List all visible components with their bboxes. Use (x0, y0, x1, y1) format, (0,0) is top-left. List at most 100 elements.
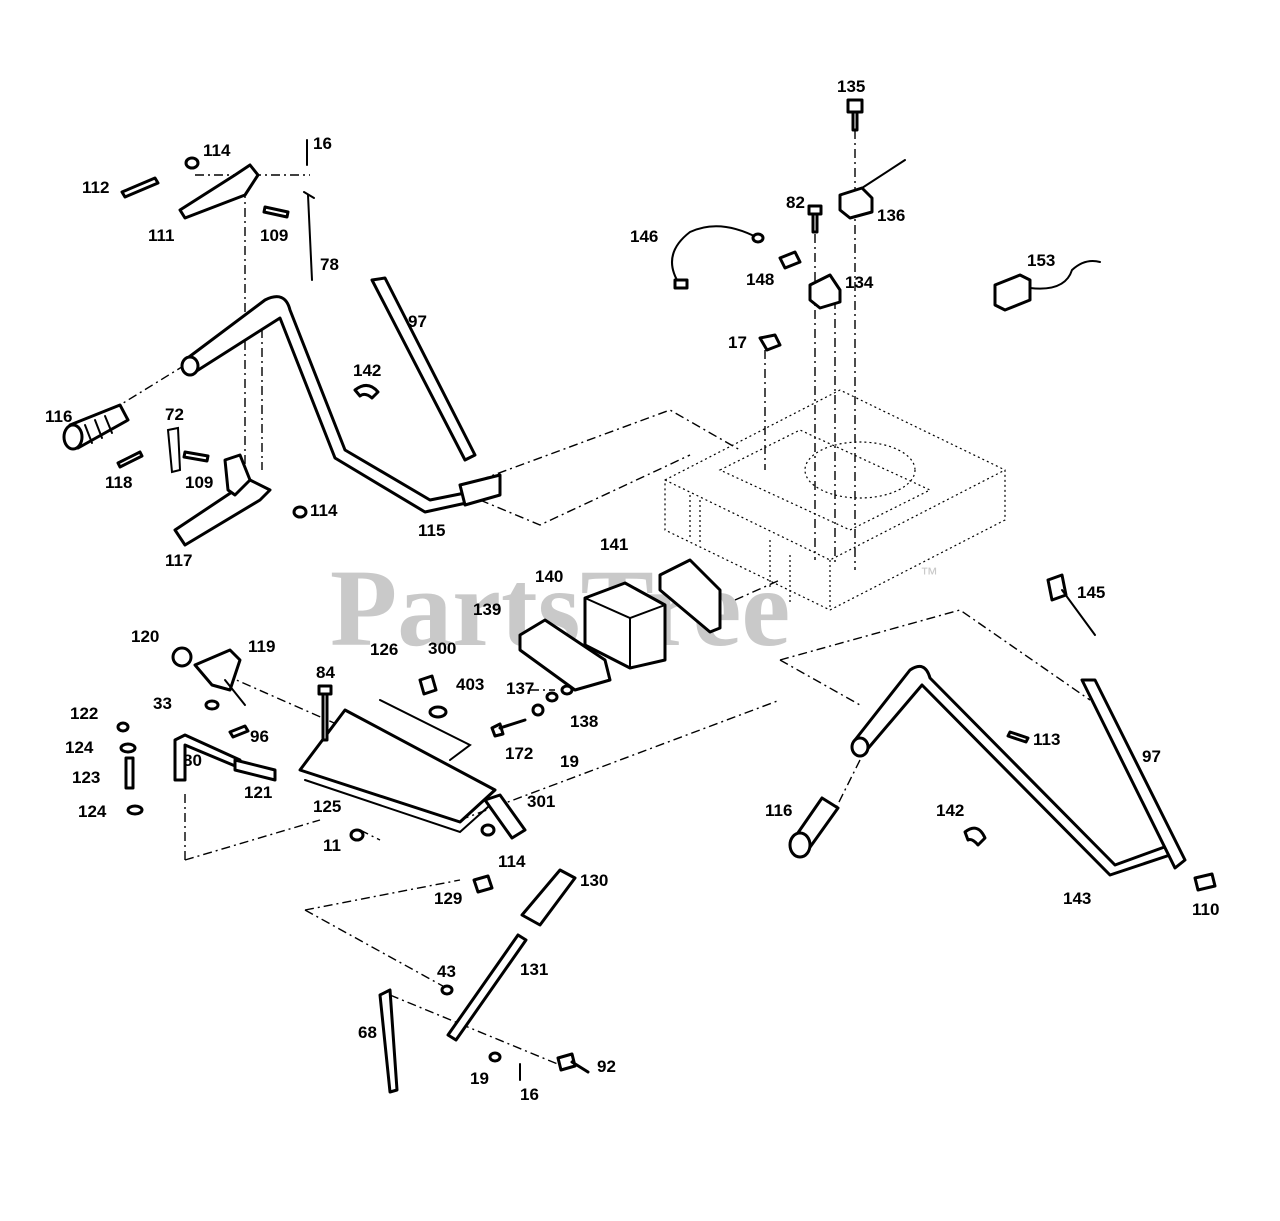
grip-116-right (788, 796, 840, 859)
rod-97-right (1080, 678, 1187, 870)
grip-116-left (62, 403, 130, 451)
label-17: 17 (728, 333, 747, 352)
spring-123 (124, 756, 135, 790)
label-142-upper: 142 (353, 361, 381, 380)
label-116-left: 116 (45, 407, 72, 426)
label-80: 80 (183, 751, 202, 770)
pin-118 (116, 450, 144, 469)
label-11: 11 (323, 836, 341, 855)
clip-142-left (353, 384, 380, 400)
washer-11 (349, 828, 365, 842)
bolt-109-lower (182, 450, 210, 463)
nut-114-left (292, 505, 308, 519)
plate-125 (298, 708, 497, 824)
label-117: 117 (165, 551, 192, 570)
label-125: 125 (313, 797, 341, 816)
label-120: 120 (131, 627, 159, 646)
nut-137 (545, 691, 559, 703)
solenoid-134 (808, 273, 842, 310)
leader-lines (119, 130, 1091, 1066)
label-84: 84 (316, 663, 335, 682)
grip-121 (233, 758, 277, 782)
washer-33 (204, 699, 220, 711)
knob-120 (171, 646, 193, 668)
watermark-trademark: ™ (920, 564, 938, 584)
handle-115 (180, 295, 502, 514)
label-145: 145 (1077, 583, 1105, 602)
label-19-lower: 19 (470, 1069, 489, 1088)
label-140: 140 (535, 567, 563, 586)
rod-131 (446, 933, 528, 1042)
bolt-110 (1193, 872, 1217, 892)
lever-119 (193, 648, 242, 692)
rod-78 (303, 191, 315, 281)
washer-19-lower (488, 1051, 502, 1063)
washer-403 (428, 705, 448, 719)
washer-124-lower (126, 804, 144, 816)
relay-136 (838, 159, 906, 220)
label-143: 143 (1063, 889, 1091, 908)
label-43: 43 (437, 962, 456, 981)
label-134: 134 (845, 273, 874, 292)
label-116-right: 116 (765, 801, 792, 820)
cable-146 (671, 225, 765, 290)
label-72: 72 (165, 405, 184, 424)
label-142-lower: 142 (936, 801, 964, 820)
lever-111 (178, 156, 260, 220)
label-300: 300 (428, 639, 456, 658)
label-82: 82 (786, 193, 805, 212)
label-92: 92 (597, 1057, 616, 1076)
label-68: 68 (358, 1023, 377, 1042)
washer-19-upper (531, 703, 545, 717)
label-111: 111 (148, 226, 175, 245)
label-139: 139 (473, 600, 501, 619)
bolt-84 (317, 684, 333, 742)
label-301: 301 (527, 792, 555, 811)
label-109-lower: 109 (185, 473, 213, 492)
label-16-lower: 16 (520, 1085, 539, 1104)
chassis-frame (664, 389, 1006, 611)
bolt-82 (807, 204, 823, 234)
clip-142-right (963, 826, 987, 847)
nut-114-mid (480, 823, 496, 837)
label-113: 113 (1033, 730, 1060, 749)
label-122: 122 (70, 704, 98, 723)
label-123: 123 (72, 768, 100, 787)
switch-145 (1046, 573, 1096, 636)
label-119: 119 (248, 637, 275, 656)
cover-141 (658, 558, 722, 634)
label-146: 146 (630, 227, 658, 246)
grip-130 (520, 868, 577, 927)
label-110: 110 (1192, 900, 1219, 919)
label-126: 126 (370, 640, 398, 659)
bushing-129 (472, 874, 494, 894)
label-138: 138 (570, 712, 598, 731)
plate-125-edge (304, 779, 499, 834)
label-114-left: 114 (310, 501, 338, 520)
label-97-left: 97 (408, 312, 427, 331)
label-403: 403 (456, 675, 484, 694)
label-16-upper: 16 (313, 134, 332, 153)
pin-96 (228, 724, 250, 739)
label-135: 135 (837, 77, 865, 96)
bolt-113 (1006, 730, 1030, 744)
bolt-109-upper (262, 205, 290, 219)
fuse-holder-148 (778, 250, 802, 270)
label-33: 33 (153, 694, 172, 713)
washer-43 (440, 984, 454, 996)
rod-68 (378, 988, 399, 1094)
bracket-126 (379, 699, 472, 761)
battery-140-top (584, 597, 666, 669)
bolt-135 (846, 98, 864, 132)
nut-138 (560, 684, 574, 696)
pin-112 (120, 176, 160, 199)
rod-97-left (370, 276, 477, 462)
label-129: 129 (434, 889, 462, 908)
label-19-upper: 19 (560, 752, 579, 771)
label-130: 130 (580, 871, 608, 890)
label-114-lower: 114 (498, 852, 526, 871)
clamp-17 (758, 333, 782, 352)
lever-119-arm (224, 679, 246, 706)
bolt-172 (490, 718, 527, 738)
